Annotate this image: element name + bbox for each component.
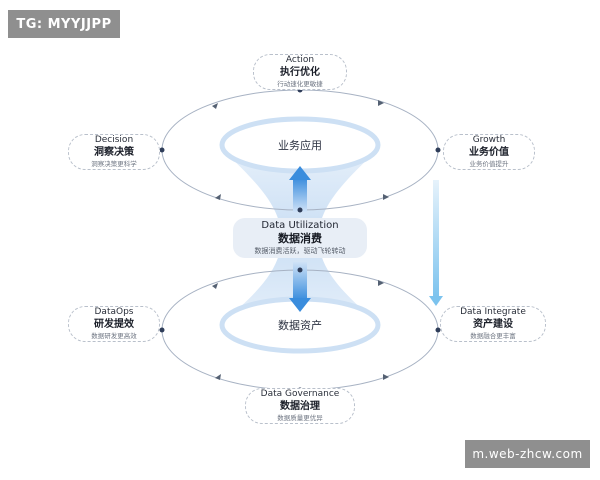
- ring-arrowheads: [212, 100, 389, 380]
- node-action-en: Action: [285, 55, 315, 65]
- node-decision-zh: 洞察决策: [94, 147, 134, 158]
- node-integrate-sub: 数据融合更丰富: [470, 332, 516, 340]
- node-dataops: DataOps 研发提效 数据研发更高效: [68, 306, 160, 342]
- center-node-data-utilization: Data Utilization 数据消费 数据消费活跃，驱动飞轮转动: [233, 218, 367, 258]
- node-data-governance: Data Governance 数据治理 数据质量更优异: [245, 388, 355, 424]
- node-growth-zh: 业务价值: [469, 147, 509, 158]
- center-node-zh: 数据消费: [278, 231, 322, 245]
- node-decision-sub: 洞察决策更科学: [91, 160, 137, 168]
- node-dataops-sub: 数据研发更高效: [91, 332, 137, 340]
- bottom-ring-label: 数据资产: [278, 319, 322, 332]
- node-decision-en: Decision: [94, 135, 134, 145]
- watermark-badge-top: TG: MYYJJPP: [8, 10, 120, 38]
- node-growth-sub: 业务价值提升: [469, 160, 509, 168]
- node-governance-sub: 数据质量更优异: [277, 414, 323, 422]
- down-arrow: [289, 262, 311, 312]
- node-governance-en: Data Governance: [260, 389, 340, 399]
- node-action-sub: 行动速化更敏捷: [277, 80, 323, 88]
- side-arrow: [429, 180, 443, 306]
- node-integrate-en: Data Integrate: [460, 307, 526, 317]
- node-data-integrate: Data Integrate 资产建设 数据融合更丰富: [440, 306, 546, 342]
- watermark-badge-bottom: m.web-zhcw.com: [465, 440, 590, 468]
- center-node-en: Data Utilization: [261, 219, 339, 231]
- node-growth: Growth 业务价值 业务价值提升: [443, 134, 535, 170]
- node-action-zh: 执行优化: [280, 67, 320, 78]
- node-dataops-en: DataOps: [94, 307, 134, 317]
- node-dataops-zh: 研发提效: [94, 319, 134, 330]
- node-integrate-zh: 资产建设: [473, 319, 513, 330]
- node-action: Action 执行优化 行动速化更敏捷: [253, 54, 347, 90]
- node-growth-en: Growth: [472, 135, 506, 145]
- top-ring-label: 业务应用: [278, 139, 322, 152]
- center-node-sub: 数据消费活跃，驱动飞轮转动: [254, 246, 346, 255]
- up-arrow: [289, 166, 311, 212]
- node-governance-zh: 数据治理: [280, 401, 320, 412]
- node-decision: Decision 洞察决策 洞察决策更科学: [68, 134, 160, 170]
